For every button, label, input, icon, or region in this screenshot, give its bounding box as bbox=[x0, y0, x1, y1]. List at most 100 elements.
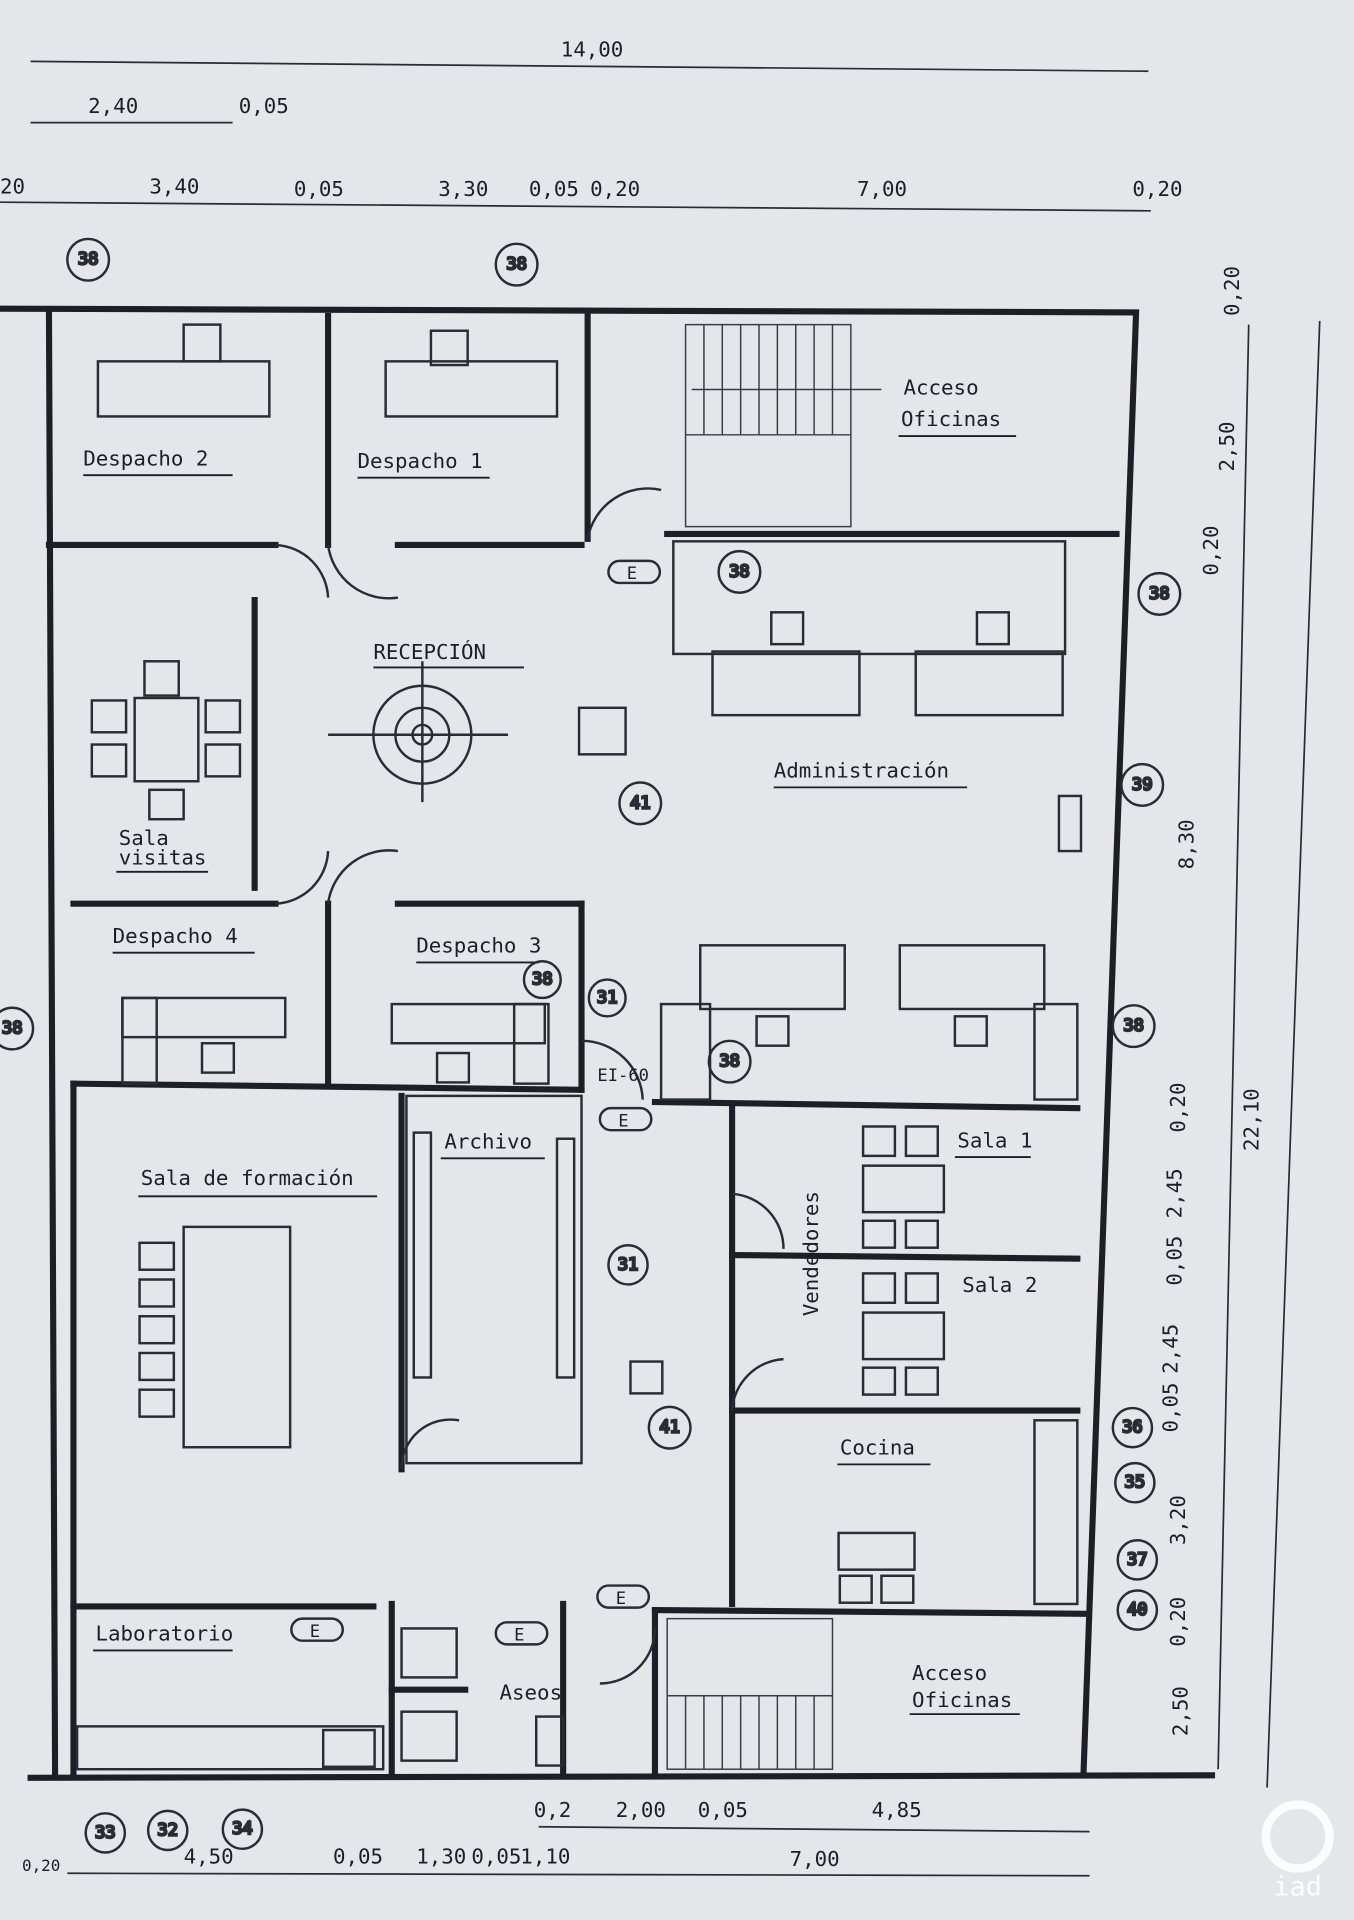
extinguisher-symbols: E E E E E bbox=[290, 559, 662, 1646]
svg-text:E: E bbox=[514, 1626, 524, 1646]
dim-label: 2,45 bbox=[1159, 1324, 1183, 1374]
room-acceso-oficinas-bottom: Acceso bbox=[912, 1661, 987, 1685]
room-despacho-1: Despacho 1 bbox=[357, 449, 482, 473]
room-sala-1: Sala 1 bbox=[957, 1128, 1032, 1152]
room-vendedores: Vendedores bbox=[799, 1191, 823, 1316]
svg-text:34: 34 bbox=[232, 1819, 253, 1839]
fire-door-rating: EI-60 bbox=[597, 1066, 649, 1086]
svg-text:41: 41 bbox=[630, 793, 651, 813]
svg-text:E: E bbox=[618, 1111, 628, 1131]
dim-label: 1,10 bbox=[520, 1844, 570, 1868]
dim-label: 0,05 bbox=[1159, 1382, 1183, 1432]
svg-text:E: E bbox=[310, 1622, 320, 1642]
extinguisher-icon: E bbox=[494, 1621, 549, 1646]
dimension-labels-right: 0,20 2,50 0,20 8,30 0,20 2,45 0,05 2,45 … bbox=[1159, 266, 1264, 1736]
dim-label: 20 bbox=[0, 175, 25, 199]
callout: 33 bbox=[84, 1812, 127, 1854]
callout: 38 bbox=[66, 237, 111, 282]
extinguisher-icon: E bbox=[607, 559, 662, 584]
room-recepcion: RECEPCIÓN bbox=[373, 639, 486, 664]
callouts: 38 38 38 38 38 38 38 38 38 39 41 41 31 3… bbox=[0, 237, 1182, 1854]
dim-label: 2,50 bbox=[1169, 1686, 1193, 1736]
callout: 31 bbox=[587, 978, 627, 1018]
dim-label: 0,05 bbox=[1162, 1236, 1186, 1286]
svg-text:38: 38 bbox=[506, 255, 527, 275]
dim-label: 3,20 bbox=[1166, 1495, 1190, 1545]
callout: 38 bbox=[717, 549, 762, 594]
dimension-lines bbox=[0, 60, 1321, 1877]
dim-label: 3,30 bbox=[438, 177, 488, 201]
callout: 34 bbox=[221, 1808, 264, 1851]
svg-text:33: 33 bbox=[95, 1823, 116, 1843]
dimension-labels-top: 14,00 2,40 0,05 20 3,40 0,05 3,30 0,05 0… bbox=[0, 38, 1183, 202]
dim-label: 0,05 bbox=[529, 177, 579, 201]
room-acceso-oficinas-bottom-line2: Oficinas bbox=[912, 1688, 1012, 1712]
extinguisher-icon: E bbox=[598, 1106, 653, 1131]
staircase-top bbox=[684, 323, 882, 528]
svg-text:38: 38 bbox=[1123, 1016, 1144, 1036]
staircase-bottom bbox=[666, 1617, 834, 1770]
svg-text:E: E bbox=[627, 564, 637, 584]
dim-label: 4,85 bbox=[872, 1798, 922, 1822]
dim-label: 0,20 bbox=[1132, 177, 1182, 201]
room-acceso-oficinas-top: Acceso bbox=[903, 375, 978, 399]
svg-text:iad: iad bbox=[1273, 1871, 1322, 1902]
dim-total-width: 14,00 bbox=[561, 38, 624, 62]
dim-label: 7,00 bbox=[857, 177, 907, 201]
svg-text:38: 38 bbox=[532, 970, 553, 990]
callout: 38 bbox=[1137, 571, 1182, 616]
furniture bbox=[75, 323, 1083, 1771]
callout: 38 bbox=[494, 242, 539, 287]
dim-total-height: 22,10 bbox=[1240, 1088, 1264, 1151]
svg-text:E: E bbox=[616, 1589, 626, 1609]
room-sala-2: Sala 2 bbox=[962, 1273, 1037, 1297]
dim-label: 0,05 bbox=[333, 1844, 383, 1868]
extinguisher-icon: E bbox=[290, 1617, 345, 1642]
dim-label: 0,20 bbox=[1220, 266, 1244, 316]
room-archivo: Archivo bbox=[444, 1130, 532, 1154]
dim-label: 0,20 bbox=[1166, 1083, 1190, 1133]
callout: 31 bbox=[607, 1244, 649, 1286]
room-despacho-3: Despacho 3 bbox=[416, 934, 541, 958]
svg-text:31: 31 bbox=[618, 1255, 639, 1275]
dim-label: 0,20 bbox=[1199, 525, 1223, 575]
dim-label: 0,20 bbox=[22, 1856, 60, 1875]
dim-label: 0,05 bbox=[294, 177, 344, 201]
room-laboratorio: Laboratorio bbox=[95, 1622, 233, 1646]
dim-label: 4,50 bbox=[184, 1844, 234, 1868]
room-despacho-2: Despacho 2 bbox=[83, 446, 208, 470]
walls bbox=[0, 305, 1216, 1781]
dim-label: 0,2 bbox=[534, 1798, 572, 1822]
callout: 38 bbox=[707, 1039, 752, 1084]
svg-text:38: 38 bbox=[719, 1052, 740, 1072]
dimension-labels-bottom: 0,2 2,00 0,05 4,85 0,20 4,50 0,05 1,30 0… bbox=[22, 1798, 922, 1875]
room-administracion: Administración bbox=[774, 759, 949, 783]
callout: 38 bbox=[522, 960, 562, 1000]
iad-logo: iad bbox=[1261, 1800, 1334, 1902]
svg-text:39: 39 bbox=[1132, 775, 1153, 795]
dim-label: 2,45 bbox=[1162, 1168, 1186, 1218]
callout: 38 bbox=[1111, 1004, 1156, 1049]
room-labels: Despacho 2 Despacho 1 Acceso Oficinas RE… bbox=[83, 375, 1037, 1716]
svg-text:32: 32 bbox=[157, 1820, 178, 1840]
dim-label: 8,30 bbox=[1175, 819, 1199, 869]
svg-text:35: 35 bbox=[1125, 1473, 1146, 1493]
callout: 41 bbox=[618, 781, 663, 826]
svg-text:31: 31 bbox=[597, 988, 618, 1008]
dim-label: 0,05 bbox=[239, 94, 289, 118]
dim-label: 0,05 bbox=[471, 1844, 521, 1868]
svg-text:41: 41 bbox=[659, 1418, 680, 1438]
svg-text:38: 38 bbox=[2, 1019, 23, 1039]
dim-label: 0,20 bbox=[590, 177, 640, 201]
callout: 37 bbox=[1116, 1539, 1159, 1581]
room-aseos: Aseos bbox=[499, 1680, 562, 1704]
room-acceso-oficinas-top-line2: Oficinas bbox=[901, 407, 1001, 431]
svg-text:38: 38 bbox=[729, 562, 750, 582]
callout: 32 bbox=[146, 1809, 189, 1852]
callout: 40 bbox=[1116, 1589, 1159, 1631]
dim-label: 0,05 bbox=[698, 1798, 748, 1822]
room-sala-formacion: Sala de formación bbox=[141, 1166, 354, 1190]
room-despacho-4: Despacho 4 bbox=[113, 924, 238, 948]
callout: 35 bbox=[1114, 1461, 1156, 1504]
